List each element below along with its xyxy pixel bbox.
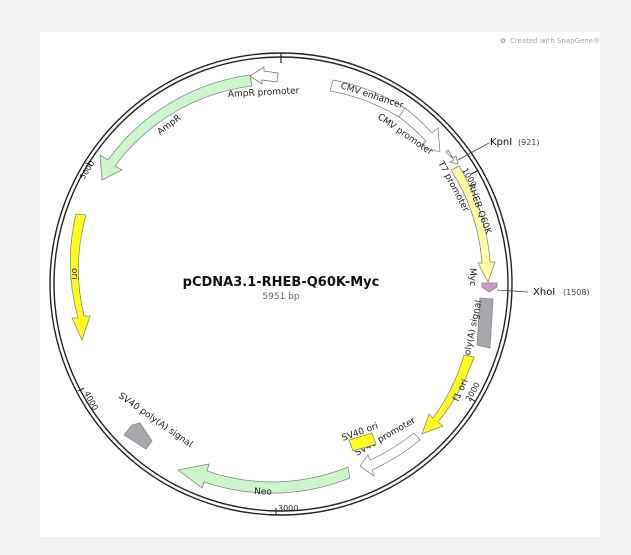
credit-text: Created with SnapGene® [510, 37, 600, 45]
label-myc: Myc [467, 268, 477, 286]
feature-t7-promoter[interactable] [445, 149, 459, 165]
tick-1000 [470, 170, 478, 175]
feature-sv40-polya[interactable] [123, 422, 153, 450]
tick-label-3000: 3000 [278, 504, 298, 513]
feature-ampr-promoter[interactable] [249, 66, 279, 85]
feature-neo[interactable] [177, 463, 351, 494]
feature-ampr[interactable] [99, 74, 253, 181]
label-ampr-promoter: AmpR promoter [228, 86, 300, 100]
feature-bgh-polya[interactable] [476, 297, 494, 349]
plasmid-title: pCDNA3.1-RHEB-Q60K-Myc [183, 275, 380, 290]
feature-cmv-promoter[interactable] [398, 107, 441, 153]
feature-f1-ori[interactable] [421, 354, 475, 435]
site-xhoi-name[interactable]: XhoI [533, 287, 555, 298]
map-panel [40, 32, 600, 537]
feature-ori[interactable] [70, 213, 91, 342]
site-xhoi-pos: (1508) [563, 288, 590, 297]
feature-rheb-q60k[interactable] [450, 165, 496, 283]
site-kpni-pos: (921) [518, 138, 540, 147]
plasmid-length: 5951 bp [262, 292, 299, 302]
tick-4000 [77, 387, 85, 392]
feature-myc[interactable] [481, 282, 498, 293]
tick-5000 [85, 162, 93, 167]
site-kpni-line [457, 142, 490, 161]
snapgene-logo-icon: ✿ [500, 37, 506, 45]
feature-sv40-ori[interactable] [348, 432, 377, 452]
feature-sv40-promoter[interactable] [359, 432, 421, 478]
label-neo: Neo [254, 487, 273, 498]
site-kpni-name[interactable]: KpnI [490, 137, 512, 148]
tick-2000 [469, 397, 477, 403]
site-xhoi-line [496, 289, 529, 293]
label-ori: ori [69, 268, 79, 280]
